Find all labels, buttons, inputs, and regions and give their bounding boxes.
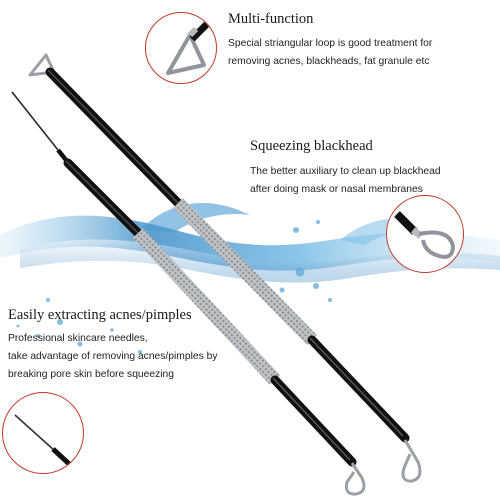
triangle-loop-icon — [166, 16, 215, 75]
needle-tip-icon — [14, 414, 81, 473]
text-line: breaking pore skin before squeezing — [8, 369, 175, 380]
section-text-squeezing-blackhead: The better auxiliary to clean up blackhe… — [250, 163, 441, 199]
section-text-extracting-acnes: Professional skincare needles, take adva… — [8, 330, 218, 384]
text-line: Special striangular loop is good treatme… — [228, 38, 433, 49]
text-line: Professional skincare needles, — [8, 333, 148, 344]
text-line: after doing mask or nasal membranes — [250, 184, 423, 195]
round-loop-icon — [394, 211, 456, 259]
section-heading-multi-function: Multi-function — [228, 11, 314, 27]
section-heading-extracting-acnes: Easily extracting acnes/pimples — [8, 307, 192, 323]
round-loop-callout — [386, 195, 464, 273]
extractor-tool-needle — [11, 91, 366, 496]
text-line: The better auxiliary to clean up blackhe… — [250, 166, 441, 177]
needle-tip-callout — [2, 392, 84, 474]
triangle-loop-callout — [145, 12, 217, 84]
extractor-tool-long — [28, 53, 422, 483]
text-line: removing acnes, blackheads, fat granule … — [228, 56, 430, 67]
text-line: take advantage of removing acnes/pimples… — [8, 351, 218, 362]
section-heading-squeezing-blackhead: Squeezing blackhead — [250, 138, 373, 154]
section-text-multi-function: Special striangular loop is good treatme… — [228, 35, 432, 71]
